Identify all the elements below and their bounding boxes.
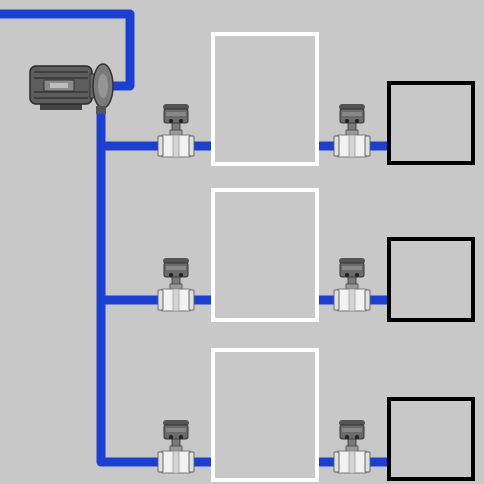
slot-row-2-right[interactable] [387,237,475,322]
header-pipe [96,110,160,467]
branch-pipes [192,141,389,467]
slot-row-2-middle[interactable] [211,188,319,322]
slot-row-1-right[interactable] [387,81,475,165]
valve-row-3-right[interactable] [333,419,371,474]
supply-pipe [0,9,135,91]
valve-row-3-left[interactable] [157,419,195,474]
slot-row-3-right[interactable] [387,397,475,481]
slot-row-1-middle[interactable] [211,32,319,166]
valve-row-1-right[interactable] [333,103,371,158]
pump-motor-icon[interactable] [29,63,114,114]
valve-row-2-right[interactable] [333,257,371,312]
valve-row-1-left[interactable] [157,103,195,158]
valve-row-2-left[interactable] [157,257,195,312]
slot-row-3-middle[interactable] [211,348,319,482]
